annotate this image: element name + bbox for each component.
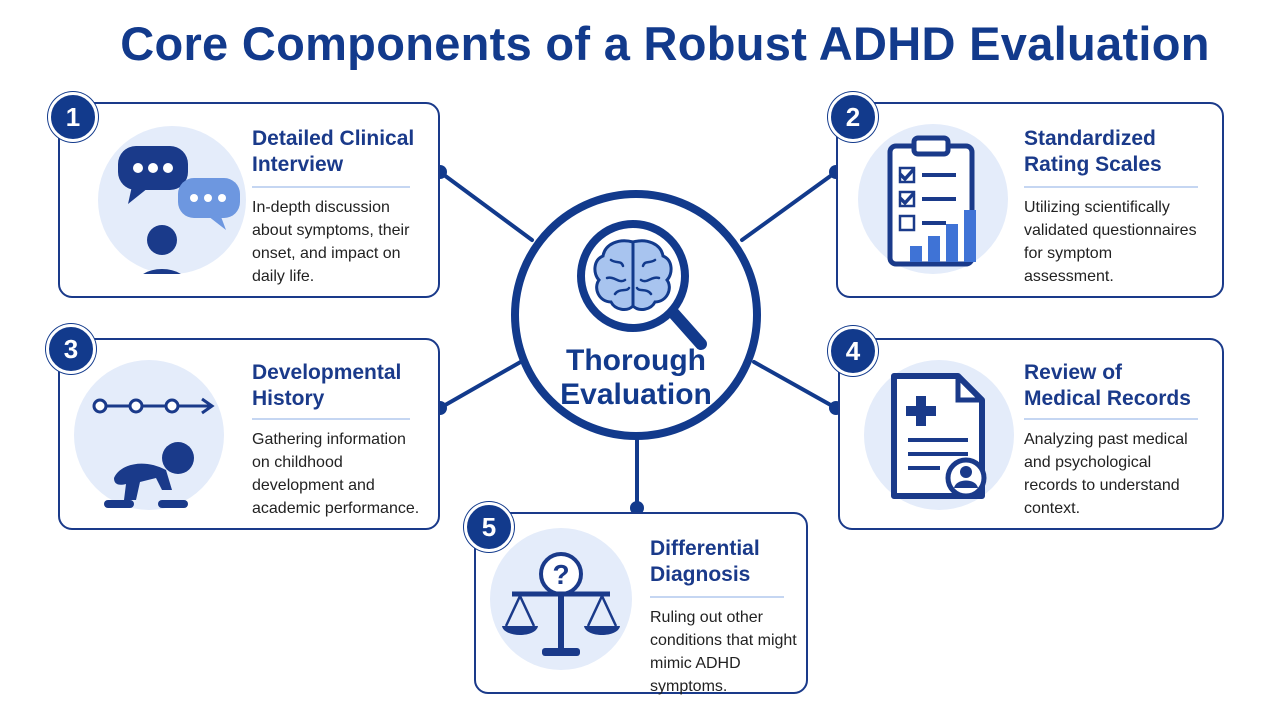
card-4-separator [1024, 418, 1198, 420]
badge-2: 2 [828, 92, 878, 142]
chat-person-icon [118, 146, 240, 274]
card-3-title: Developmental History [252, 361, 402, 410]
medical-record-icon [891, 373, 987, 499]
card-3-description: Gathering information on childhood devel… [252, 431, 420, 517]
card-5-title: Differential Diagnosis [650, 537, 760, 586]
card-3-separator [252, 418, 410, 420]
badge-3: 3 [46, 324, 96, 374]
icon-background [864, 360, 1014, 510]
brain-magnifier-icon [577, 220, 707, 350]
card-5-description: Ruling out other conditions that might m… [650, 609, 797, 695]
badge-5: 5 [464, 502, 514, 552]
card-5-separator [650, 596, 784, 598]
card-1-separator [252, 186, 410, 188]
component-card-clinical-interview: Detailed Clinical Interview In-depth dis… [58, 102, 440, 298]
component-card-medical-records: Review of Medical Records Analyzing past… [838, 338, 1224, 530]
component-card-differential-diagnosis: ? Differential Diagnosis Ruling out othe… [474, 512, 808, 695]
icon-background [74, 360, 224, 510]
crawling-baby-timeline-icon [92, 397, 215, 508]
card-1-description: In-depth discussion about symptoms, thei… [252, 199, 410, 285]
page-title: Core Components of a Robust ADHD Evaluat… [120, 17, 1210, 70]
card-2-separator [1024, 186, 1198, 188]
icon-background: ? [490, 528, 632, 670]
card-4-title: Review of Medical Records [1024, 361, 1191, 410]
clipboard-chart-icon [887, 135, 976, 267]
svg-text:?: ? [552, 559, 569, 590]
center-label: Thorough Evaluation [560, 344, 712, 411]
component-card-rating-scales: Standardized Rating Scales Utilizing sci… [836, 102, 1224, 298]
icon-background [858, 124, 1008, 274]
icon-background [98, 126, 246, 274]
card-1-title: Detailed Clinical Interview [252, 127, 415, 176]
scales-question-icon: ? [502, 552, 620, 656]
card-4-description: Analyzing past medical and psychological… [1024, 431, 1188, 517]
badge-1: 1 [48, 92, 98, 142]
card-2-description: Utilizing scientifically validated quest… [1024, 199, 1197, 285]
component-card-developmental-history: Developmental History Gathering informat… [58, 338, 440, 530]
center-thorough-evaluation: Thorough Evaluation [511, 190, 761, 440]
badge-4: 4 [828, 326, 878, 376]
card-2-title: Standardized Rating Scales [1024, 127, 1162, 176]
connector-dot-5 [630, 501, 644, 515]
